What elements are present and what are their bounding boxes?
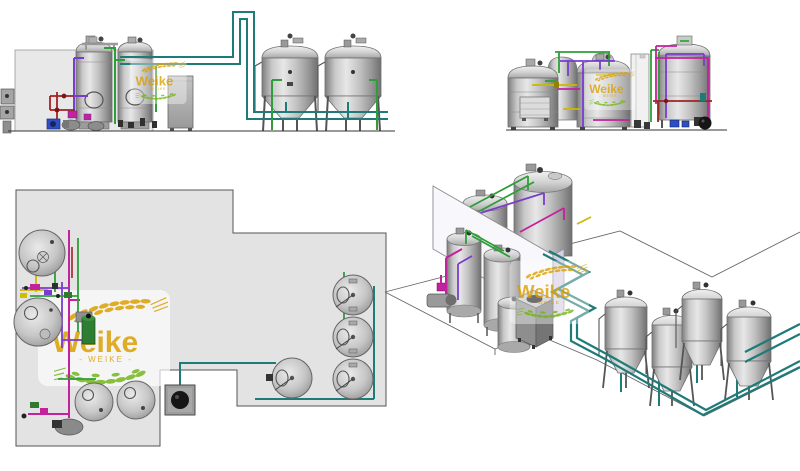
view-front-elevation: Weike - WEIKE -: [0, 11, 395, 134]
mash-tun: [507, 58, 559, 130]
iso-front-pipes-green: [465, 229, 511, 258]
plan-chiller-unit: [164, 384, 196, 416]
wall-mounted-equipment: [0, 88, 15, 134]
floor-fittings: [634, 93, 712, 130]
manway: [23, 305, 39, 321]
plan-lower-cluster: [21, 402, 84, 436]
iso-back-pipes-yellow: [576, 216, 592, 225]
pump-blue: [46, 118, 61, 130]
pipes-magenta: [558, 45, 709, 121]
plan-tank-a: [18, 229, 66, 277]
pipes-green: [545, 49, 660, 122]
logo-sub-text: - WEIKE -: [599, 94, 620, 98]
plan-fermenter-row: [266, 274, 374, 400]
legs: [262, 95, 318, 132]
plan-tank-d: [116, 380, 156, 420]
pump-wheel: [698, 116, 712, 130]
logo-halo: [38, 290, 170, 386]
plan-fermenter: [332, 316, 374, 358]
logo-sub-text: - WEIKE -: [79, 355, 133, 364]
iso-back-pipes-green: [469, 175, 535, 214]
front-skid-box: [519, 96, 551, 121]
pumps-grey: [61, 119, 105, 131]
blowoff-arm: [254, 61, 263, 112]
view-isometric: Weike - WEIKE -: [384, 163, 800, 417]
yellow-valve: [554, 82, 559, 88]
iso-front-pipes-purple: [457, 255, 473, 300]
manway: [26, 259, 40, 273]
brewhouse-tank-1: [75, 35, 113, 130]
plan-fermenter: [266, 357, 313, 399]
iso-fermenters: [598, 281, 774, 407]
watermark-logo: Weike - WEIKE -: [509, 260, 589, 324]
logo-sub-text: - WEIKE -: [533, 300, 566, 306]
plan-fermenter: [332, 358, 374, 400]
floor-fittings: [118, 118, 157, 128]
cip-vessel: [81, 317, 96, 345]
watermark-logo: Weike - WEIKE -: [584, 69, 636, 110]
valve-cluster: [67, 110, 92, 121]
logo-sub-text: - WEIKE -: [147, 87, 171, 91]
legs: [325, 95, 381, 132]
manway: [84, 91, 104, 109]
blowoff-arm: [317, 61, 326, 112]
logo-brand-text: Weike: [517, 281, 570, 302]
process-pipes-purple: [73, 57, 88, 118]
view-plan: Weike - WEIKE -: [13, 189, 387, 447]
view-side-elevation: Weike - WEIKE -: [506, 35, 727, 131]
watermark-logo: Weike - WEIKE -: [130, 59, 187, 104]
pipes-purple: [560, 53, 705, 127]
fan-opening: [171, 391, 189, 409]
iso-front-pipes-magenta: [445, 248, 463, 294]
iso-pump: [426, 275, 457, 308]
fermenter-1-elevation: [254, 33, 319, 132]
logo-brand-text: Weike: [589, 82, 624, 96]
plan-fermenter: [332, 274, 374, 316]
plan-tank-b: [13, 297, 63, 347]
iso-glycol-mains: [542, 250, 800, 417]
watermark-logo: Weike - WEIKE -: [38, 290, 170, 386]
iso-fermenter: [675, 281, 725, 381]
plan-valve-cluster: [20, 283, 96, 345]
fermenter-2-elevation: [317, 33, 382, 132]
process-pipes-green: [104, 47, 378, 130]
iso-back-pipes-magenta: [519, 207, 565, 233]
plan-tank-c: [74, 382, 114, 422]
control-cabinet: [167, 75, 194, 131]
fan-opening: [526, 295, 543, 303]
logo-brand-text: Weike: [136, 74, 174, 89]
glycol-pipes-teal: [120, 11, 388, 120]
